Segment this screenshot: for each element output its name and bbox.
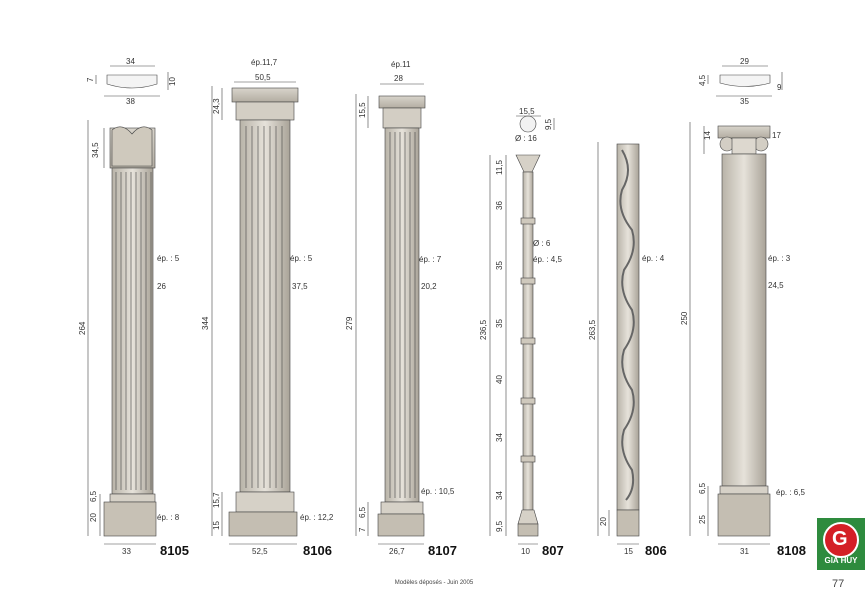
column-8105-base-ep: ép. : 8 (157, 513, 180, 522)
column-8108-ep: ép. : 3 (768, 254, 791, 263)
column-8108-capital-height-2: 17 (772, 131, 781, 140)
column-8108 (689, 65, 783, 545)
column-8107-base-height-2: 6,5 (358, 506, 367, 518)
column-807-segment-6: 34 (495, 433, 504, 442)
column-807-segment-8: 9,5 (495, 520, 504, 532)
column-807-segment-4: 35 (495, 319, 504, 328)
column-806-base-height: 20 (599, 517, 608, 526)
column-8106-top-width: 50,5 (255, 73, 271, 82)
footer-note: Modèles déposés - Juin 2005 (394, 580, 474, 586)
column-8108-base-height-1: 25 (698, 515, 707, 524)
profile-8105-drawing (95, 65, 169, 97)
column-8107-capital-height: 15,5 (358, 102, 367, 118)
column-8108-dimension-lines (689, 122, 770, 545)
column-807-top-section (516, 115, 555, 133)
column-807-height: 236,5 (479, 319, 488, 340)
column-807-top-width: 15,5 (519, 107, 535, 116)
column-8108-drawing (717, 125, 771, 537)
column-8107-base-height-1: 7 (358, 527, 367, 532)
column-8108-capital-height-1: 14 (703, 131, 712, 140)
logo-ring (823, 522, 859, 558)
column-807-base-width: 10 (521, 547, 530, 556)
column-807-drawing (515, 154, 541, 537)
column-806-dimension-lines (597, 142, 639, 545)
column-8107-height: 279 (345, 316, 354, 330)
column-807-diameter: Ø : 6 (533, 239, 551, 248)
column-8106 (211, 81, 299, 545)
profile-8108-drawing (707, 65, 783, 97)
column-807-segment-3: 35 (495, 261, 504, 270)
column-8105-base-height-1: 20 (89, 513, 98, 522)
profile-8105-right-dim: 10 (168, 77, 177, 86)
column-806-base-width: 15 (624, 547, 633, 556)
column-807-top-side: 9,5 (544, 118, 553, 130)
column-8106-dimension-lines (211, 81, 297, 545)
column-8108-base-height-2: 6,5 (698, 482, 707, 494)
column-8107-drawing (377, 95, 426, 537)
column-8106-ep: ép. : 5 (290, 254, 313, 263)
column-8106-base-height-2: 15,7 (212, 492, 221, 508)
profile-8108-left-dim: 4,5 (698, 74, 707, 86)
column-807-segment-2: 36 (495, 201, 504, 210)
column-8105-ep: ép. : 5 (157, 254, 180, 263)
column-8105-dimension-lines (87, 120, 156, 545)
profile-8105-bottom-dim: 38 (126, 97, 135, 106)
column-8107-code: 8107 (428, 543, 457, 558)
column-807-diameter-top: Ø : 16 (515, 134, 537, 143)
profile-8105-top-dim: 34 (126, 57, 135, 66)
column-8108-base-width: 31 (740, 547, 749, 556)
column-806-drawing (616, 143, 640, 537)
column-8105-base-width: 33 (122, 547, 131, 556)
column-8106-code: 8106 (303, 543, 332, 558)
column-807-segment-7: 34 (495, 491, 504, 500)
column-8107-dimension-lines (355, 83, 424, 545)
column-807-segment-1: 11,5 (495, 159, 504, 175)
column-8106-height: 344 (201, 316, 210, 330)
column-8106-shaft-width: 37,5 (292, 282, 308, 291)
column-807 (489, 115, 555, 545)
column-8107 (355, 83, 426, 545)
column-8106-ep-top: ép.11,7 (251, 58, 278, 67)
column-8108-code: 8108 (777, 543, 806, 558)
column-8106-capital-height: 24,3 (212, 98, 221, 114)
column-8107-base-width: 26,7 (389, 547, 405, 556)
column-8105-drawing (103, 126, 157, 537)
column-8106-base-height-1: 15 (212, 521, 221, 530)
column-8108-shaft-width: 24,5 (768, 281, 784, 290)
column-8107-top-width: 28 (394, 74, 403, 83)
column-8108-base-ep: ép. : 6,5 (776, 488, 805, 497)
column-8105-height: 264 (78, 321, 87, 335)
column-806-ep: ép. : 4 (642, 254, 665, 263)
page-number: 77 (832, 578, 845, 590)
column-807-ep: ép. : 4,5 (533, 255, 562, 264)
logo-letter: G (832, 528, 848, 550)
column-807-code: 807 (542, 543, 564, 558)
column-806-height: 263,5 (588, 319, 597, 340)
column-8106-drawing (228, 87, 299, 537)
column-8107-base-ep: ép. : 10,5 (421, 487, 455, 496)
column-807-dimension-lines (489, 155, 538, 545)
profile-8108-right-dim: 9 (777, 83, 782, 92)
column-8105-code: 8105 (160, 543, 189, 558)
profile-8108-bottom-dim: 35 (740, 97, 749, 106)
column-8106-base-width: 52,5 (252, 547, 268, 556)
column-8105-capital-height: 34,5 (91, 142, 100, 158)
column-8105-shaft-width: 26 (157, 282, 166, 291)
column-806 (597, 142, 640, 545)
column-8107-shaft-width: 20,2 (421, 282, 437, 291)
profile-8108-top-dim: 29 (740, 57, 749, 66)
column-8105-base-height-2: 6,5 (89, 490, 98, 502)
gia-huy-logo: G GIA HUY (817, 518, 865, 570)
profile-8105-left-dim: 7 (86, 77, 95, 82)
column-8107-ep-top: ép.11 (391, 60, 411, 69)
column-8105 (87, 65, 169, 545)
column-806-code: 806 (645, 543, 667, 558)
column-8106-base-ep: ép. : 12,2 (300, 513, 334, 522)
column-8107-ep: ép. : 7 (419, 255, 442, 264)
column-8108-height: 250 (680, 311, 689, 325)
column-807-segment-5: 40 (495, 375, 504, 384)
logo-text: GIA HUY (824, 556, 858, 565)
